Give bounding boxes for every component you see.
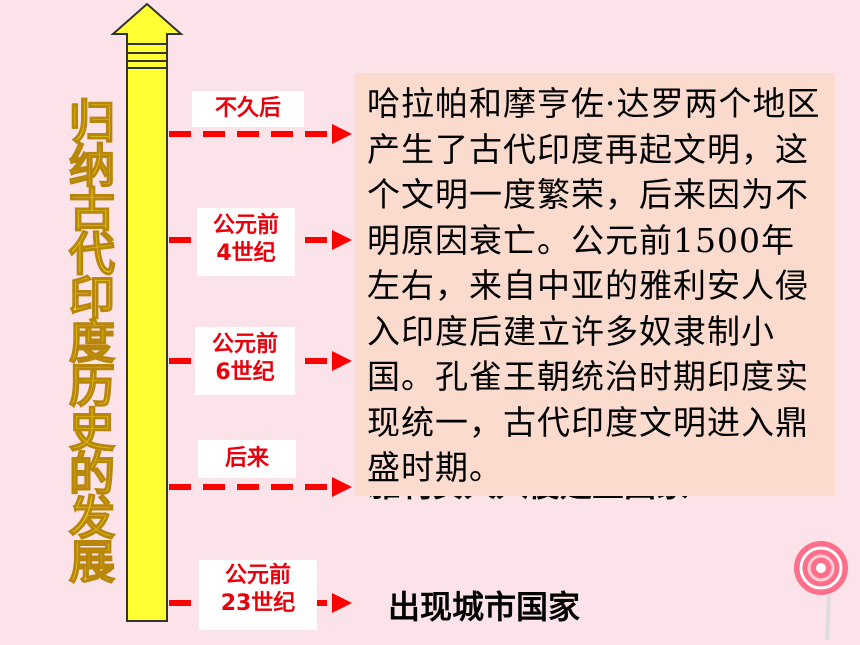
arrow-head-2 [332,230,352,250]
arrow-heads [332,124,352,613]
label-line: 公元前 [211,332,278,357]
title-char: 的 [68,447,116,501]
vertical-title: 归 纳 古 代 印 度 历 史 的 发 展 [62,95,122,589]
label-line: 4世纪 [216,241,276,266]
title-char: 度 [68,315,116,369]
title-char: 印 [68,271,116,325]
arrow-head-3 [332,351,352,371]
title-char: 发 [68,491,116,545]
arrow-head-4 [332,477,352,497]
title-char: 历 [68,359,116,413]
timeline-bar [126,67,168,622]
title-char: 纳 [68,139,116,193]
title-char: 史 [68,403,116,457]
label-afterwards: 后来 [198,440,296,478]
label-later: 不久后 [192,91,304,127]
label-line: 23世纪 [220,591,296,616]
arrow-stripes [127,43,167,62]
label-line: 后来 [224,446,269,471]
label-line: 不久后 [214,96,281,121]
title-char: 古 [68,183,116,237]
arrow-head-5 [332,593,352,613]
label-line: 6世纪 [215,360,275,385]
label-6th-century-bc: 公元前 6世纪 [195,327,295,395]
label-line: 公元前 [224,563,291,588]
summary-text-box: 哈拉帕和摩亨佐·达罗两个地区产生了古代印度再起文明，这个文明一度繁荣，后来因为不… [355,73,835,496]
lollipop-icon [794,541,848,641]
title-char: 归 [68,95,116,149]
title-char: 展 [68,535,116,589]
title-char: 代 [68,227,116,281]
label-23rd-century-bc: 公元前 23世纪 [199,560,317,630]
label-4th-century-bc: 公元前 4世纪 [197,208,295,276]
label-line: 公元前 [212,213,279,238]
city-state-label: 出现城市国家 [388,588,581,626]
arrow-head-1 [332,124,352,144]
up-arrow-icon [110,2,184,69]
